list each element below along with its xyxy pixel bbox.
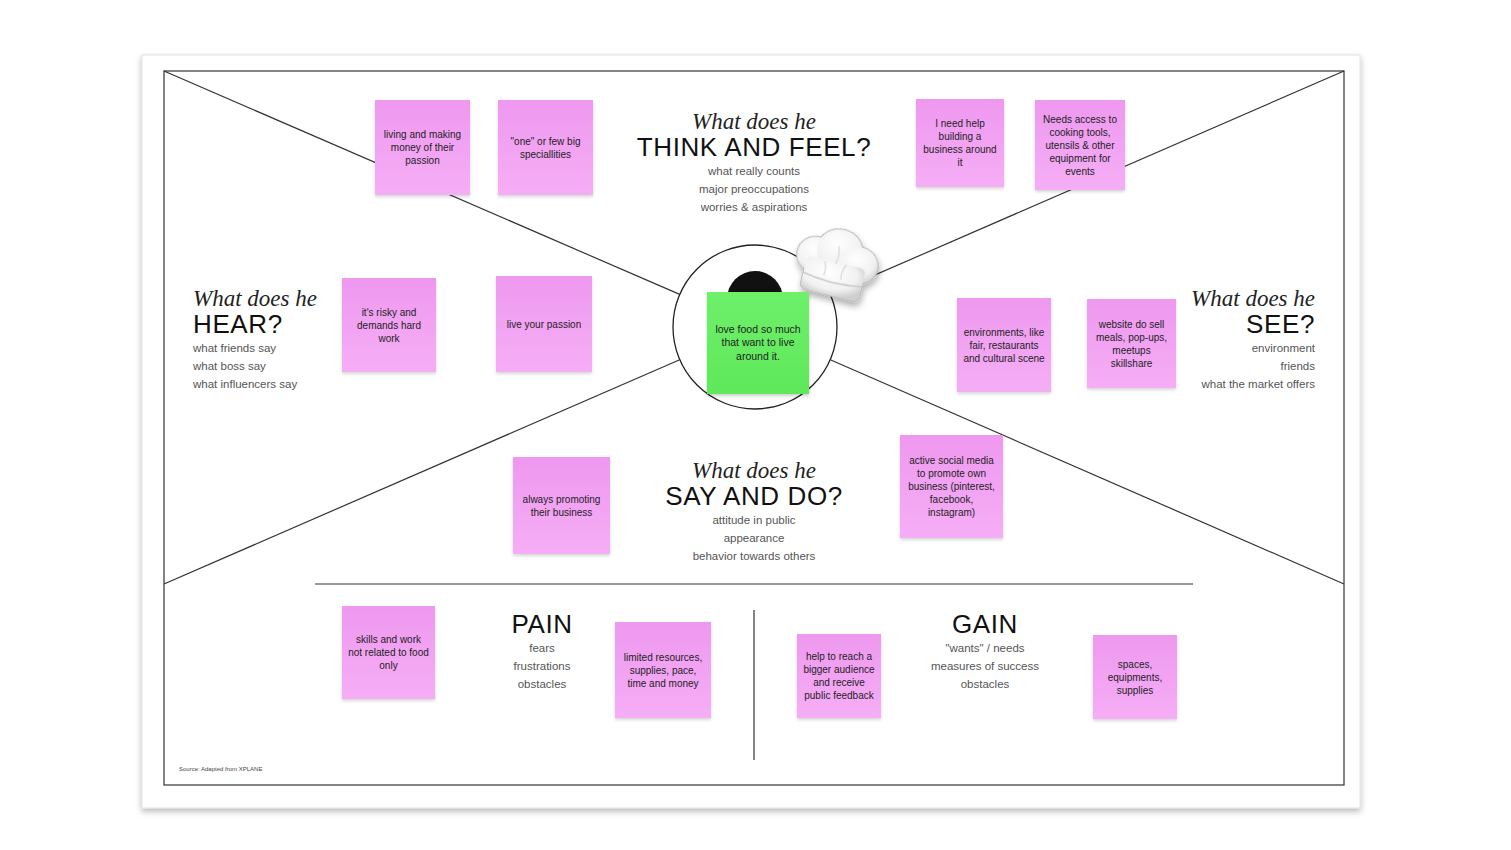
- section-hint: obstacles: [961, 678, 1010, 690]
- sticky-note: Needs access to cooking tools, utensils …: [1035, 100, 1125, 190]
- sticky-note: always promoting their business: [513, 457, 610, 554]
- section-hint: major preoccupations: [699, 183, 809, 195]
- diagonal-line: [830, 71, 1344, 294]
- section-hint: fears: [529, 642, 555, 654]
- sticky-note: it's risky and demands hard work: [342, 278, 436, 372]
- note-text: living and making money of their passion: [381, 128, 464, 167]
- sticky-note: live your passion: [496, 276, 592, 372]
- section-hint: what the market offers: [1201, 378, 1315, 390]
- section-hint: appearance: [724, 532, 785, 544]
- diagonal-line: [164, 71, 680, 294]
- sticky-note: spaces, equipments, supplies: [1093, 635, 1177, 719]
- divider-line: [315, 583, 1193, 584]
- section-heading: PAIN: [511, 609, 572, 640]
- note-text: skills and work not related to food only: [348, 633, 429, 672]
- section-heading: SAY AND DO?: [665, 481, 843, 512]
- sticky-note: environments, like fair, restaurants and…: [957, 298, 1051, 392]
- section-hint: worries & aspirations: [701, 201, 808, 213]
- section-heading: GAIN: [952, 609, 1018, 640]
- source-note: Source: Adapted from XPLANE: [179, 766, 262, 772]
- note-text: website do sell meals, pop-ups, meetups …: [1093, 318, 1170, 370]
- note-text: Needs access to cooking tools, utensils …: [1041, 113, 1119, 178]
- sticky-note: skills and work not related to food only: [342, 606, 435, 699]
- sticky-note: I need help building a business around i…: [916, 99, 1004, 187]
- section-hint: "wants" / needs: [945, 642, 1024, 654]
- sticky-note: limited resources, supplies, pace, time …: [615, 622, 711, 718]
- note-text: help to reach a bigger audience and rece…: [803, 650, 875, 702]
- section-hint: what friends say: [193, 342, 276, 354]
- section-hint: environment: [1252, 342, 1315, 354]
- sticky-note: "one" or few big speciallities: [498, 100, 593, 195]
- note-text: "one" or few big speciallities: [504, 135, 587, 161]
- note-text: spaces, equipments, supplies: [1099, 658, 1171, 697]
- section-hint: obstacles: [518, 678, 567, 690]
- section-hint: friends: [1280, 360, 1315, 372]
- frame: [164, 71, 1344, 785]
- note-text: always promoting their business: [519, 493, 604, 519]
- diagonal-line: [164, 360, 680, 584]
- divider-line: [753, 610, 754, 760]
- section-hint: attitude in public: [712, 514, 795, 526]
- section-hint: behavior towards others: [693, 550, 816, 562]
- sticky-note: website do sell meals, pop-ups, meetups …: [1087, 299, 1176, 388]
- note-text: I need help building a business around i…: [922, 117, 998, 169]
- section-heading: SEE?: [1246, 309, 1315, 340]
- quadrant-lines: [164, 71, 1344, 760]
- section-heading: THINK AND FEEL?: [637, 132, 871, 163]
- section-prefix: What does he: [692, 109, 816, 135]
- note-text: environments, like fair, restaurants and…: [963, 326, 1045, 365]
- section-heading: HEAR?: [193, 309, 283, 340]
- section-prefix: What does he: [692, 458, 816, 484]
- section-hint: measures of success: [931, 660, 1039, 672]
- note-text: love food so much that want to live arou…: [713, 323, 803, 364]
- diagonal-line: [830, 360, 1344, 584]
- center-sticky-note: love food so much that want to live arou…: [707, 292, 809, 394]
- sticky-note: living and making money of their passion: [375, 100, 470, 195]
- section-hint: what influencers say: [193, 378, 297, 390]
- card: [142, 55, 1360, 808]
- section-prefix: What does he: [1191, 286, 1315, 312]
- section-hint: frustrations: [514, 660, 571, 672]
- sticky-note: active social media to promote own busin…: [900, 435, 1003, 538]
- note-text: live your passion: [507, 318, 581, 331]
- section-prefix: What does he: [193, 286, 317, 312]
- sticky-note: help to reach a bigger audience and rece…: [797, 634, 881, 718]
- note-text: limited resources, supplies, pace, time …: [621, 651, 705, 690]
- section-hint: what really counts: [708, 165, 800, 177]
- section-hint: what boss say: [193, 360, 266, 372]
- note-text: it's risky and demands hard work: [348, 306, 430, 345]
- note-text: active social media to promote own busin…: [906, 454, 997, 519]
